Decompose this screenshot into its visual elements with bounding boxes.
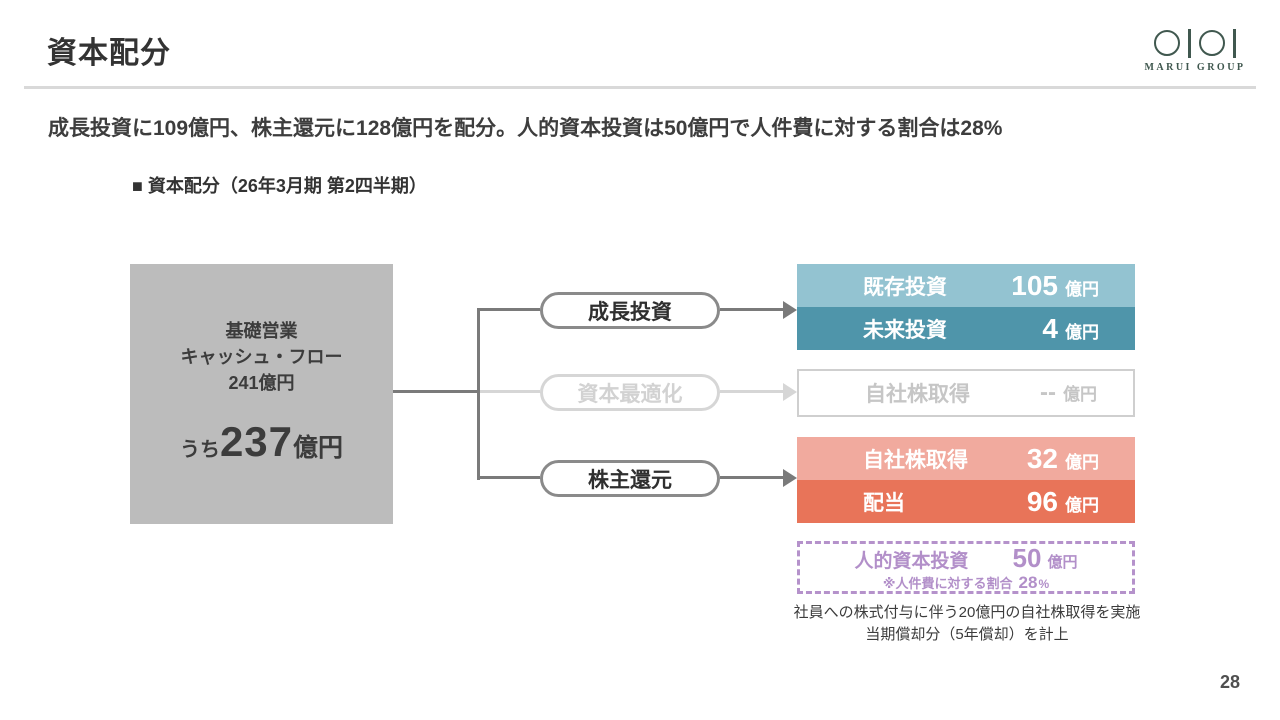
page-number: 28 [1219, 672, 1240, 692]
arrow-line-optimization [720, 390, 786, 393]
row-unit: 億円 [1065, 495, 1099, 515]
human-capital-value: 50 [1012, 542, 1042, 573]
human-capital-note-value: 28 [1018, 572, 1038, 592]
row-share-buyback-planned: 自社株取得 -- 億円 [797, 369, 1135, 417]
footnote-line2: 当期償却分（5年償却）を計上 [865, 626, 1069, 643]
connector-branch-shareholder [480, 476, 540, 479]
row-future-investment: 未来投資 4 億円 [797, 307, 1135, 350]
logo-circle-icon [1154, 30, 1180, 56]
page-title: 資本配分 [47, 37, 171, 70]
connector-branch-optimization [480, 390, 540, 393]
pill-shareholder-return: 株主還元 [540, 460, 720, 497]
row-unit: 億円 [1065, 279, 1099, 299]
shareholder-return-box: 自社株取得 32 億円 配当 96 億円 [797, 437, 1135, 523]
row-amount: 4 [1042, 312, 1058, 344]
row-share-buyback: 自社株取得 32 億円 [797, 437, 1135, 480]
source-total-unit: 億円 [293, 434, 344, 462]
row-unit: 億円 [1065, 452, 1099, 472]
capital-optimization-box: 自社株取得 -- 億円 [797, 369, 1135, 417]
human-capital-investment-box: 人的資本投資 50 億円 ※人件費に対する割合 28 % [797, 541, 1135, 594]
base-cash-flow-box: 基礎営業 キャッシュ・フロー 241億円 うち 237 億円 [130, 264, 393, 524]
base-cash-flow-label: 基礎営業 キャッシュ・フロー 241億円 [130, 318, 393, 396]
human-capital-unit: 億円 [1047, 553, 1078, 571]
marui-group-logo: MARUI GROUP [1140, 28, 1250, 73]
row-value: 4 億円 [986, 313, 1099, 345]
human-capital-label: 人的資本投資 [854, 550, 969, 572]
source-total-value: 237 [219, 418, 294, 465]
source-line2: キャッシュ・フロー [180, 347, 343, 367]
row-label: 自社株取得 [865, 383, 970, 406]
human-capital-note: ※人件費に対する割合 28 % [883, 573, 1049, 593]
source-line1: 基礎営業 [225, 321, 298, 341]
section-header: ■ 資本配分（26年3月期 第2四半期） [132, 176, 427, 196]
row-value: 32 億円 [986, 443, 1099, 475]
row-unit: 億円 [1063, 385, 1097, 404]
row-label: 既存投資 [863, 275, 947, 299]
footnote-line1: 社員への株式付与に伴う20億円の自社株取得を実施 [793, 604, 1141, 621]
logo-bar-icon [1188, 28, 1191, 58]
source-total: うち 237 億円 [180, 418, 343, 466]
growth-investment-box: 既存投資 105 億円 未来投資 4 億円 [797, 264, 1135, 350]
row-label: 配当 [863, 491, 905, 515]
key-message: 成長投資に109億円、株主還元に128億円を配分。人的資本投資は50億円で人件費… [48, 117, 1003, 140]
logo-circle-icon [1199, 30, 1225, 56]
oioi-logo-icon [1140, 28, 1250, 58]
logo-bar-icon [1233, 28, 1236, 58]
footnotes: 社員への株式付与に伴う20億円の自社株取得を実施 当期償却分（5年償却）を計上 [778, 602, 1156, 646]
source-line3: 241億円 [228, 373, 295, 393]
human-capital-note-unit: % [1038, 576, 1050, 591]
row-value: -- 億円 [984, 379, 1097, 407]
header-divider [24, 86, 1256, 89]
arrow-line-growth [720, 308, 786, 311]
human-capital-note-label: ※人件費に対する割合 [882, 575, 1013, 591]
row-label: 未来投資 [863, 318, 947, 342]
row-existing-investment: 既存投資 105 億円 [797, 264, 1135, 307]
arrow-head-growth-icon [783, 301, 797, 319]
row-amount: 105 [1011, 269, 1058, 301]
connector-branch-growth [480, 308, 540, 311]
connector-main-line [393, 390, 480, 393]
pill-capital-optimization: 資本最適化 [540, 374, 720, 411]
row-amount: 96 [1026, 485, 1058, 517]
row-amount: 32 [1026, 442, 1058, 474]
row-amount: -- [1040, 379, 1056, 406]
logo-company-name: MARUI GROUP [1144, 62, 1246, 73]
row-value: 96 億円 [986, 486, 1099, 518]
arrow-head-optimization-icon [783, 383, 797, 401]
row-label: 自社株取得 [863, 448, 968, 472]
pill-growth-investment: 成長投資 [540, 292, 720, 329]
arrow-line-shareholder [720, 476, 786, 479]
human-capital-line: 人的資本投資 50 億円 [855, 543, 1078, 574]
row-value: 105 億円 [986, 270, 1099, 302]
source-total-prefix: うち [179, 439, 220, 461]
connector-trunk-line [477, 308, 480, 480]
row-unit: 億円 [1065, 322, 1099, 342]
arrow-head-shareholder-icon [783, 469, 797, 487]
row-dividend: 配当 96 億円 [797, 480, 1135, 523]
